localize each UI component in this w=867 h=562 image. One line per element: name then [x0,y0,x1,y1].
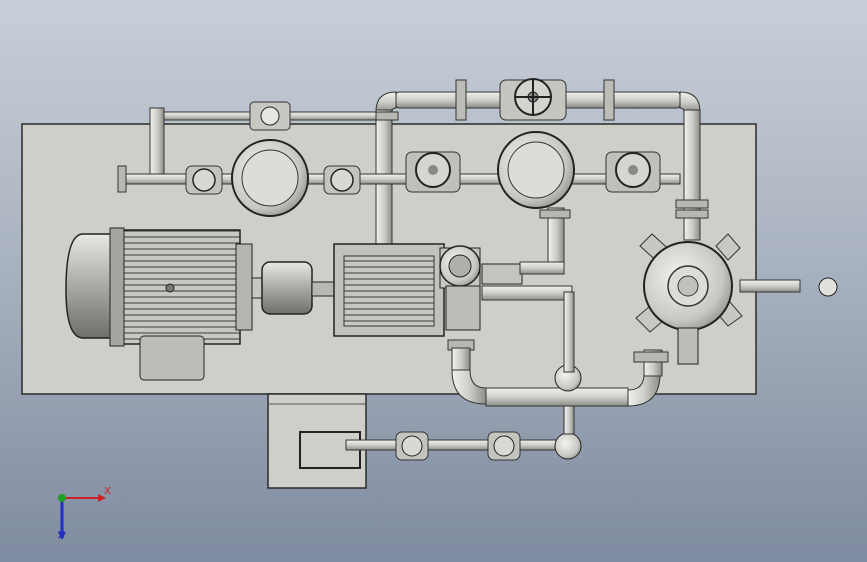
main-pump[interactable] [333,243,573,337]
shaft-coupling[interactable] [251,261,337,315]
lower-instrument-line[interactable] [299,405,582,469]
hand-wheel-valve-left[interactable] [405,151,461,193]
electric-motor[interactable] [65,227,253,381]
z-axis-label: Z [58,530,65,541]
pressure-vessel[interactable] [635,233,838,365]
x-axis-label: X [104,486,111,497]
left-gate-valve[interactable] [185,165,223,195]
lower-gate-valve-left[interactable] [395,431,429,461]
middle-valve-line[interactable] [117,131,681,269]
lower-gate-valve-right[interactable] [487,431,521,461]
upper-left-bypass-line[interactable] [149,101,377,183]
left-strainer[interactable] [231,139,309,217]
hand-wheel-valve-right[interactable] [605,151,661,193]
mid-gate-valve[interactable] [323,165,361,195]
return-pipe-loop[interactable] [447,291,669,407]
top-hand-wheel-valve[interactable] [499,78,567,121]
axis-triad [58,494,106,540]
center-strainer[interactable] [497,131,575,209]
